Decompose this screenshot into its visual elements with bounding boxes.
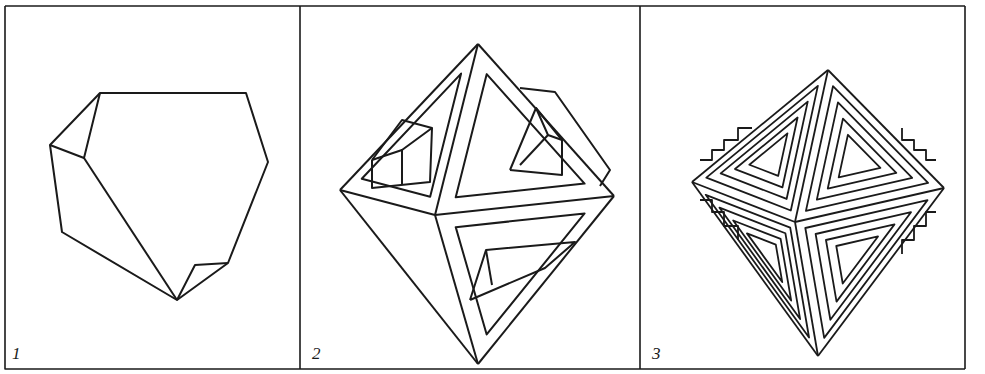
growth-step	[902, 128, 936, 160]
crystal-edge	[340, 44, 478, 190]
growth-step	[700, 128, 752, 160]
growth-face	[362, 74, 461, 197]
growth-block	[510, 108, 562, 175]
crystal-edge	[435, 44, 478, 215]
crystal-edge	[435, 215, 478, 364]
growth-layer	[826, 224, 895, 301]
crystal-edge	[828, 70, 944, 188]
growth-layer	[816, 212, 911, 320]
crystal-edge	[692, 182, 795, 222]
octahedron-growth	[340, 44, 614, 364]
growth-layer	[806, 86, 928, 211]
crystal-edge	[795, 222, 818, 356]
growth-block	[520, 135, 548, 165]
octahedron-layers	[692, 70, 944, 356]
crystal-edge	[478, 196, 614, 364]
growth-block	[536, 108, 562, 140]
growth-layer	[747, 233, 782, 282]
growth-layer	[836, 236, 878, 283]
growth-step	[700, 200, 738, 240]
crystal-edge	[478, 44, 614, 196]
panel-number: 1	[12, 345, 21, 362]
growth-face	[456, 213, 585, 334]
growth-layer	[719, 208, 800, 319]
truncated-crystal	[50, 93, 268, 300]
growth-block	[401, 150, 403, 185]
growth-layer	[733, 221, 791, 301]
crystal-edge	[340, 190, 478, 364]
growth-layer	[721, 102, 808, 199]
growth-layer	[749, 133, 787, 176]
growth-layer	[828, 119, 897, 189]
growth-layer	[706, 195, 809, 338]
panel-frame	[5, 6, 965, 369]
crystal-edge	[795, 70, 828, 222]
growth-layer	[817, 102, 912, 199]
panel-number: 2	[312, 345, 321, 362]
growth-block	[486, 250, 492, 285]
growth-block	[470, 242, 575, 300]
panel-number: 3	[652, 345, 661, 362]
growth-block	[520, 88, 610, 186]
growth-block	[372, 120, 432, 188]
crystal-edge	[435, 196, 614, 215]
growth-layer	[706, 86, 818, 211]
growth-step	[902, 212, 936, 254]
crystal-edge	[692, 182, 818, 356]
growth-face	[456, 74, 585, 197]
growth-layer	[805, 200, 927, 338]
growth-layer	[839, 135, 881, 178]
